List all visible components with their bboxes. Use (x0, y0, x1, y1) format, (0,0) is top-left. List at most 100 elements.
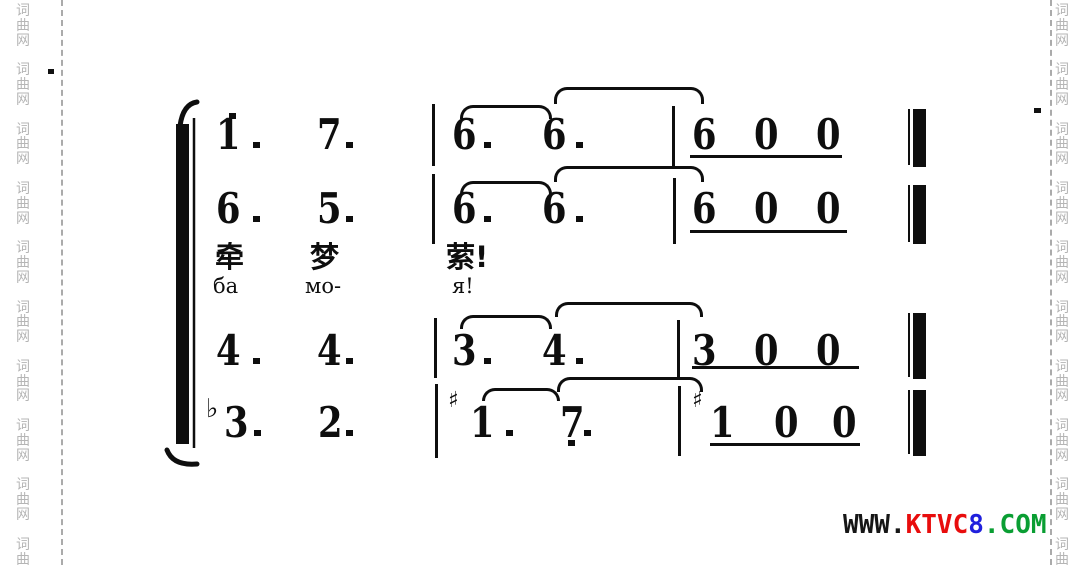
octave-dot-high (229, 113, 236, 119)
tie-slur (460, 105, 552, 119)
barline (673, 178, 676, 244)
watermark-char: 词 (1055, 62, 1069, 79)
site-watermark-segment: www. (843, 510, 906, 540)
duration-dot (576, 142, 583, 148)
right-dashed-border (1050, 0, 1052, 565)
watermark-char: 词 (16, 3, 30, 19)
watermark-char: 词 (16, 477, 30, 494)
note-digit: 3 (224, 398, 249, 447)
watermark-char: 词 (16, 358, 30, 375)
rest-underline (692, 366, 859, 369)
site-watermark: www.KTVC8.com (843, 512, 1047, 538)
rest-underline (690, 230, 847, 233)
watermark-char: 曲 (16, 136, 30, 153)
watermark-char: 词 (1055, 358, 1069, 375)
watermark-char: 词 (16, 180, 30, 197)
watermark-char: 网 (1055, 507, 1069, 523)
watermark-char: 网 (16, 151, 30, 168)
note-digit: 0 (754, 184, 779, 233)
lyric-ru: я! (452, 274, 474, 298)
duration-dot (484, 142, 491, 148)
barline (677, 320, 680, 378)
note-digit: 6 (542, 110, 567, 159)
watermark-char: 网 (16, 210, 30, 227)
watermark-char: 曲 (1055, 136, 1069, 153)
duration-dot (346, 216, 353, 222)
barline (678, 386, 681, 456)
final-barline-thin (908, 390, 910, 454)
watermark-char: 曲 (16, 17, 30, 34)
note-digit: 6 (692, 110, 717, 159)
watermark-char: 网 (16, 388, 30, 405)
barline (432, 104, 435, 166)
watermark-char: 曲 (16, 432, 30, 449)
note-digit: 2 (318, 398, 343, 447)
rest-underline (710, 443, 860, 446)
watermark-char: 曲 (1055, 77, 1069, 94)
note-digit: 3 (692, 326, 717, 375)
final-barline-thin (908, 185, 910, 242)
note-digit: 0 (774, 398, 799, 447)
note-digit: 1 (470, 398, 495, 447)
duration-dot (253, 358, 260, 364)
duration-dot (346, 358, 353, 364)
note-digit: 1 (710, 398, 735, 447)
sharp-accidental: ♯ (448, 388, 459, 413)
tie-slur (460, 181, 552, 195)
sharp-accidental: ♯ (692, 388, 703, 413)
watermark-char: 曲 (16, 492, 30, 509)
watermark-char: 网 (16, 447, 30, 464)
watermark-char: 曲 (16, 373, 30, 390)
duration-dot (506, 430, 513, 436)
watermark-char: 曲 (1055, 195, 1069, 212)
note-digit: 6 (452, 110, 477, 159)
watermark-char: 网 (1055, 32, 1069, 49)
watermark-char: 词 (16, 121, 30, 138)
watermark-char: 曲 (16, 255, 30, 271)
final-barline-thick (913, 185, 926, 244)
note-digit: 7 (560, 398, 585, 447)
note-digit: 5 (317, 184, 342, 233)
duration-dot (253, 216, 260, 222)
note-digit: 1 (216, 110, 241, 159)
note-digit: 4 (317, 326, 342, 375)
barline (672, 106, 675, 166)
tie-slur (460, 315, 552, 329)
watermark-char: 词 (1055, 180, 1069, 197)
duration-dot (484, 358, 491, 364)
final-barline-thick (913, 109, 926, 167)
note-digit: 0 (816, 110, 841, 159)
left-dashed-border (61, 0, 63, 565)
duration-dot (576, 216, 583, 222)
scan-speck (48, 69, 54, 74)
watermark-char: 词 (1055, 536, 1069, 553)
watermark-char: 词 (1055, 418, 1069, 435)
lyric-zh: 梦 (310, 240, 340, 274)
watermark-char: 词 (16, 418, 30, 435)
watermark-char: 网 (16, 91, 30, 108)
final-barline-thick (913, 313, 926, 379)
watermark-char: 网 (1055, 269, 1069, 286)
watermark-char: 曲 (16, 195, 30, 212)
tie-slur (557, 377, 703, 392)
watermark-char: 网 (1055, 210, 1069, 227)
watermark-char: 词 (1055, 299, 1069, 316)
watermark-char: 曲 (1055, 17, 1069, 34)
barline (432, 174, 435, 244)
final-barline-thick (913, 390, 926, 456)
lyric-ru: ба (213, 274, 239, 298)
lyric-ru: мо- (305, 274, 342, 298)
watermark-char: 曲 (16, 314, 30, 331)
watermark-char: 网 (1055, 388, 1069, 405)
watermark-char: 网 (1055, 329, 1069, 346)
watermark-char: 曲 (1055, 551, 1069, 565)
watermark-char: 词 (1055, 3, 1069, 19)
note-digit: 0 (816, 326, 841, 375)
watermark-char: 曲 (1055, 432, 1069, 449)
note-digit: 6 (216, 184, 241, 233)
watermark-char: 网 (1055, 91, 1069, 108)
note-digit: 4 (216, 326, 241, 375)
watermark-char: 曲 (1055, 255, 1069, 271)
site-watermark-segment: .com (983, 510, 1047, 540)
